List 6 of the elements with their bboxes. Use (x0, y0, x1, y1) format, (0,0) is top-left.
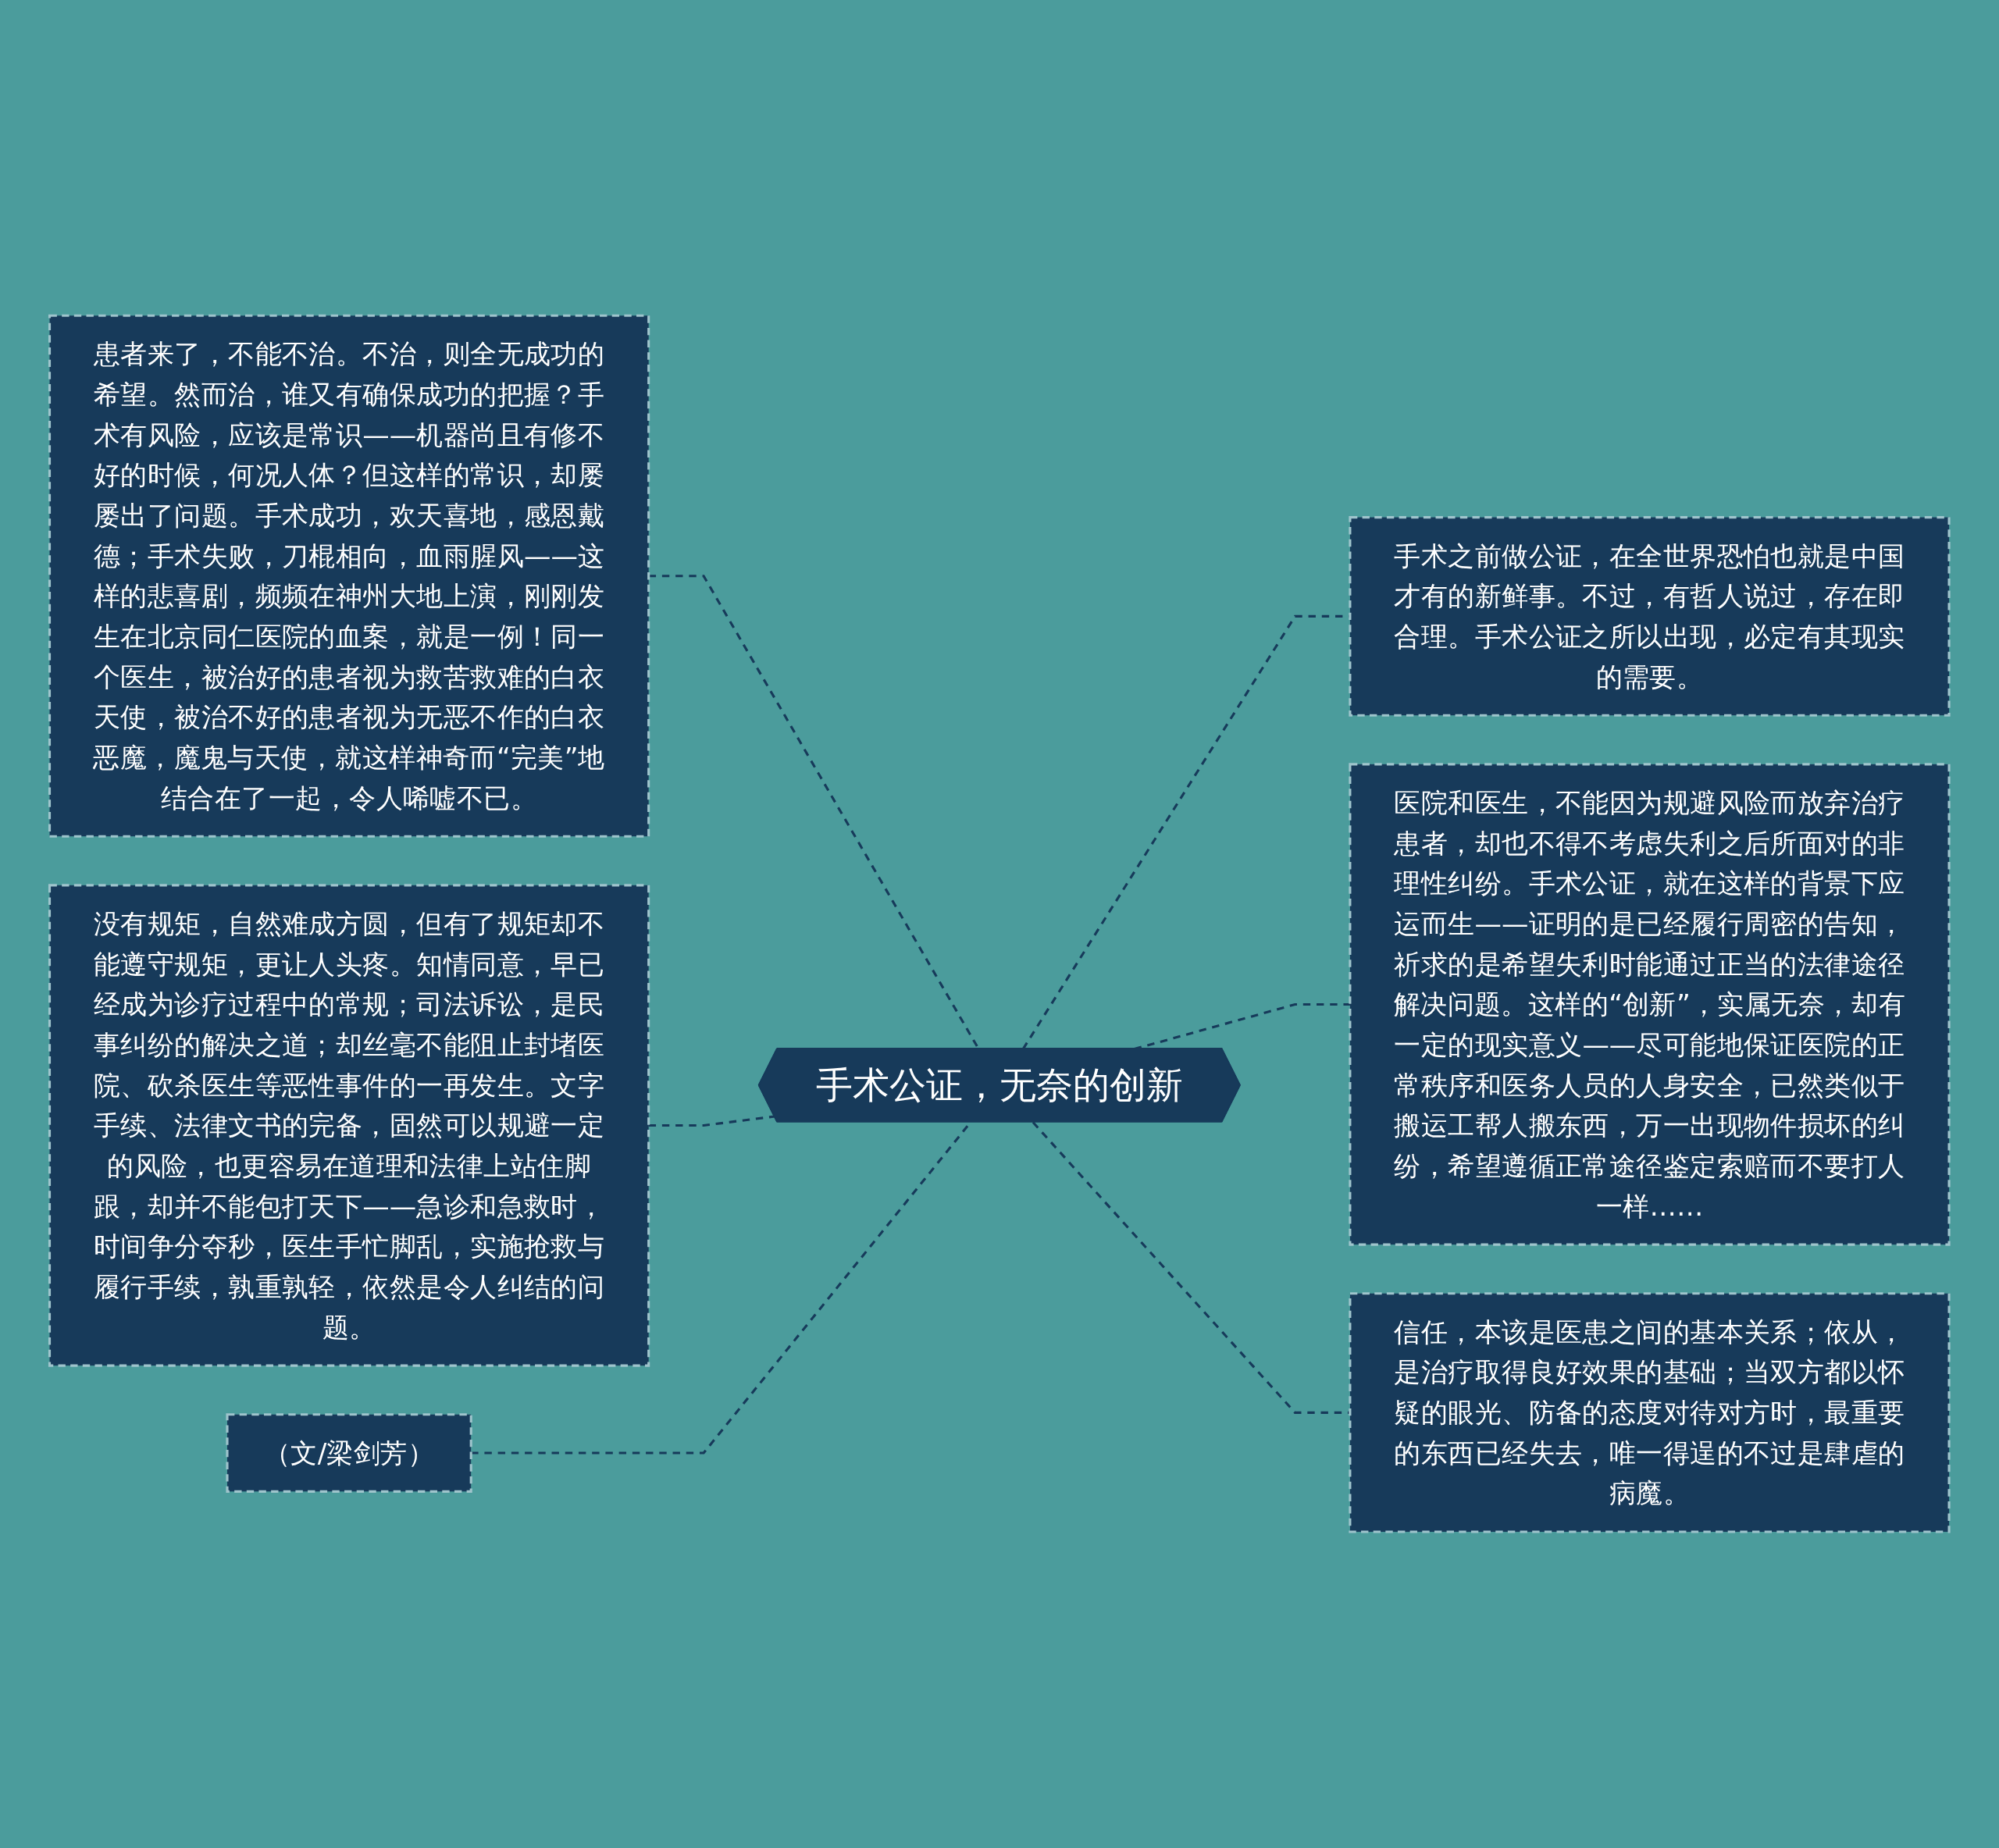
node-box: 没有规矩，自然难成方圆，但有了规矩却不能遵守规矩，更让人头疼。知情同意，早已经成为诊疗过程中的常规；司法诉讼，是民事纠纷的解决之道；却丝毫不能阻止封堵医院、砍杀医生等恶性事件的一再发生。文字手续、法律文书的完备，固然可以规避一定的风险，也更容易在道理和法律上站住脚跟，却并不能包打天下——急诊和急救时，时间争分夺秒，医生手忙脚乱，实施抢救与履行手续，孰重孰轻，依然是令人纠结的问题。 (48, 884, 650, 1368)
node-box: 医院和医生，不能因为规避风险而放弃治疗患者，却也不得不考虑失利之后所面对的非理性纠纷。手术公证，就在这样的背景下应运而生——证明的是已经履行周密的告知，祈求的是希望失利时能通过正当的法律途径解决问题。这样的“创新”，实属无奈，却有一定的现实意义——尽可能地保证医院的正常秩序和医务人员的人身安全，已然类似于搬运工帮人搬东西，万一出现物件损坏的纠纷，希望遵循正常途径鉴定索赔而不要打人一样…… (1349, 763, 1951, 1247)
node-box: 手术之前做公证，在全世界恐怕也就是中国才有的新鲜事。不过，有哲人说过，存在即合理。手术公证之所以出现，必定有其现实的需要。 (1349, 516, 1951, 717)
node-box: 信任，本该是医患之间的基本关系；依从，是治疗取得良好效果的基础；当双方都以怀疑的眼光、防备的态度对待对方时，最重要的东西已经失去，唯一得逞的不过是肆虐的病魔。 (1349, 1292, 1951, 1533)
node-box: （文/梁剑芳） (226, 1413, 472, 1494)
node-box: 患者来了，不能不治。不治，则全无成功的希望。然而治，谁又有确保成功的把握？手术有风险，应该是常识——机器尚且有修不好的时候，何况人体？但这样的常识，却屡屡出了问题。手术成功，欢天喜地，感恩戴德；手术失败，刀棍相向，血雨腥风——这样的悲喜剧，频频在神州大地上演，刚刚发生在北京同仁医院的血案，就是一例！同一个医生，被治好的患者视为救苦救难的白衣天使，被治不好的患者视为无恶不作的白衣恶魔，魔鬼与天使，就这样神奇而“完美”地结合在了一起，令人唏嘘不已。 (48, 315, 650, 839)
